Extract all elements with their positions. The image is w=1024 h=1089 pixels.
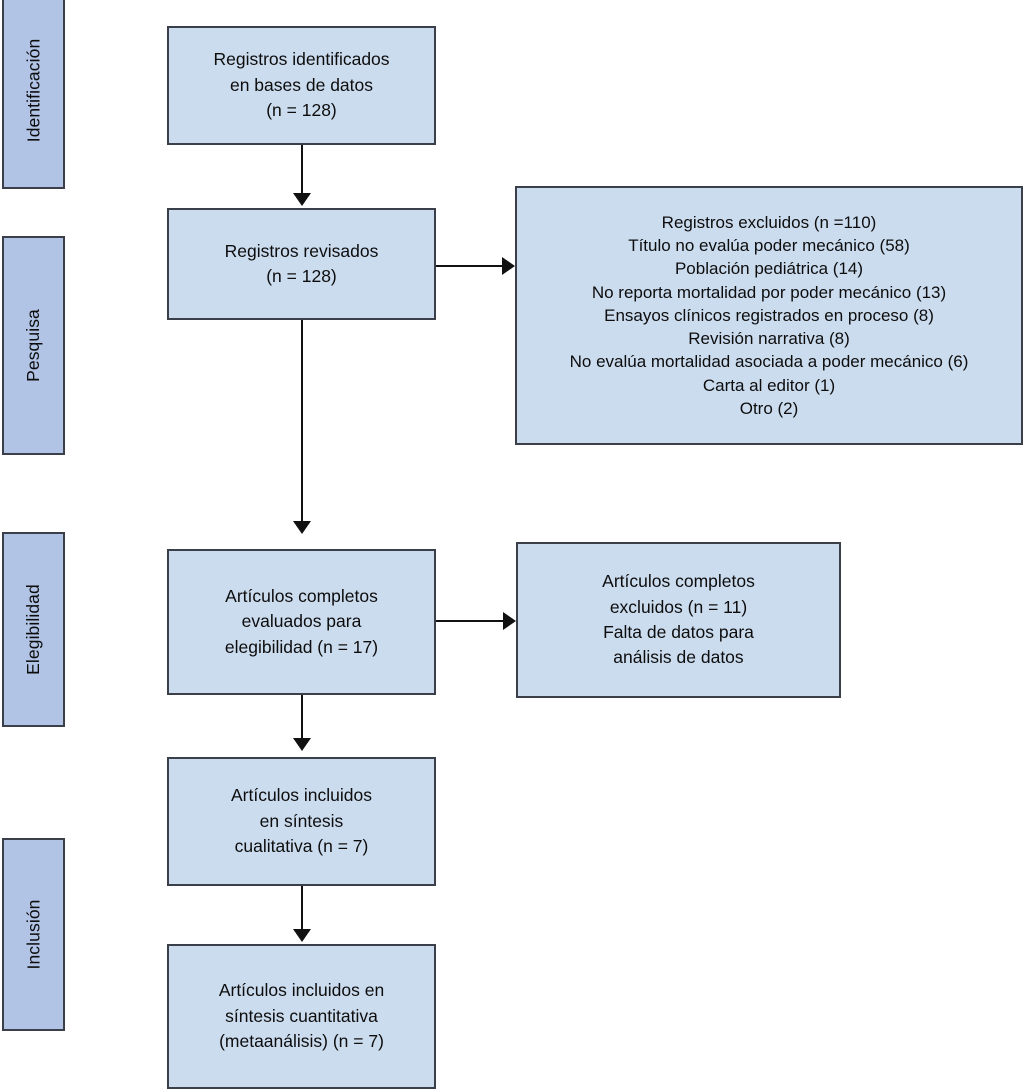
box-records-excluded: Registros excluidos (n =110) Título no e… bbox=[515, 186, 1023, 445]
arrowhead-qualitative-to-quantitative bbox=[293, 929, 311, 942]
stage-label-elegibilidad: Elegibilidad bbox=[2, 532, 65, 727]
connector-fulltext-to-excluded bbox=[436, 620, 505, 622]
arrowhead-identified-to-screened bbox=[293, 193, 311, 206]
stage-label-inclusion-text: Inclusión bbox=[23, 899, 43, 970]
stage-label-elegibilidad-text: Elegibilidad bbox=[23, 584, 43, 675]
arrowhead-fulltext-to-qualitative bbox=[293, 738, 311, 751]
connector-fulltext-to-qualitative bbox=[301, 695, 303, 740]
box-qualitative-synthesis-text: Artículos incluidos en síntesis cualitat… bbox=[230, 785, 373, 857]
box-qualitative-synthesis: Artículos incluidos en síntesis cualitat… bbox=[167, 757, 436, 886]
box-quantitative-synthesis: Artículos incluidos en síntesis cuantita… bbox=[167, 944, 436, 1089]
connector-screened-to-excluded bbox=[436, 265, 504, 267]
stage-label-pesquisa: Pesquisa bbox=[2, 236, 65, 455]
arrowhead-screened-to-excluded bbox=[502, 257, 515, 275]
connector-qualitative-to-quantitative bbox=[301, 886, 303, 931]
stage-label-pesquisa-text: Pesquisa bbox=[23, 309, 44, 382]
box-records-screened-text: Registros revisados (n = 128) bbox=[224, 240, 379, 286]
box-records-identified: Registros identificados en bases de dato… bbox=[167, 26, 436, 145]
arrowhead-fulltext-to-excluded bbox=[503, 612, 516, 630]
stage-label-inclusion: Inclusión bbox=[2, 838, 65, 1031]
connector-identified-to-screened bbox=[301, 145, 303, 195]
box-fulltext-assessed: Artículos completos evaluados para elegi… bbox=[167, 549, 436, 695]
stage-label-identificacion-text: Identificación bbox=[23, 38, 44, 143]
connector-screened-to-fulltext bbox=[301, 320, 303, 522]
box-fulltext-assessed-text: Artículos completos evaluados para elegi… bbox=[224, 585, 379, 657]
stage-label-identificacion: Identificación bbox=[2, 0, 65, 189]
arrowhead-screened-to-fulltext bbox=[293, 521, 311, 534]
box-fulltext-excluded-text: Artículos completos excluidos (n = 11) F… bbox=[602, 571, 755, 668]
box-quantitative-synthesis-text: Artículos incluidos en síntesis cuantita… bbox=[218, 980, 385, 1052]
box-records-screened: Registros revisados (n = 128) bbox=[167, 208, 436, 320]
box-records-excluded-text: Registros excluidos (n =110) Título no e… bbox=[569, 212, 969, 418]
box-fulltext-excluded: Artículos completos excluidos (n = 11) F… bbox=[516, 542, 841, 698]
box-records-identified-text: Registros identificados en bases de dato… bbox=[213, 49, 390, 121]
